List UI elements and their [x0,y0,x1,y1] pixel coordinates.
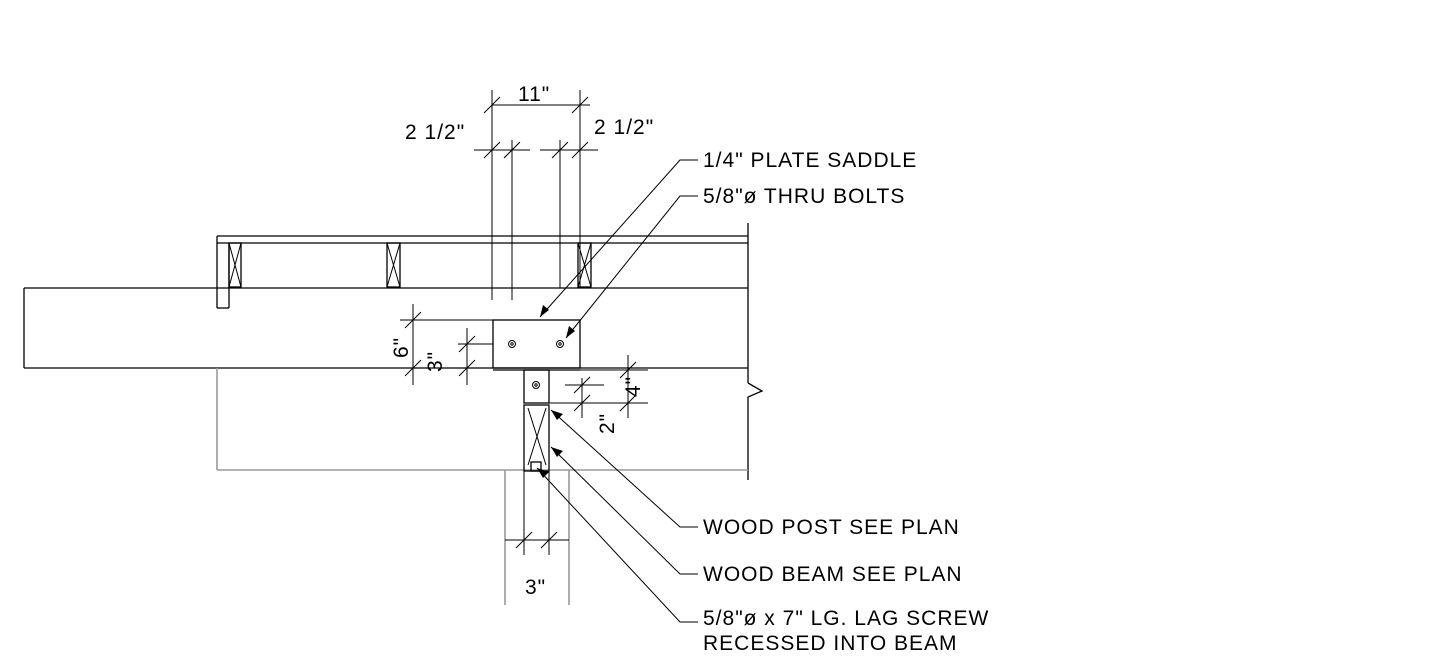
plate-saddle [492,319,581,371]
dim-3-post: 3" [525,576,546,599]
callout-wood-beam: WOOD BEAM SEE PLAN [703,563,963,586]
hidden-outline [216,368,748,605]
dim-6: 6" [390,337,413,358]
dim-11: 11" [518,83,550,106]
callout-plate-saddle: 1/4" PLATE SADDLE [703,149,917,172]
blocking-left [228,242,242,288]
deck-framing [216,223,749,383]
dim-3-left: 3" [424,351,447,372]
callout-lag-screw-line2: RECESSED INTO BEAM [703,632,958,655]
dim-4: 4" [622,376,645,397]
wood-post [523,404,550,472]
callout-thru-bolts: 5/8"ø THRU BOLTS [703,185,905,208]
dim-2-1-2-right: 2 1/2" [594,116,654,139]
post-plate [523,369,550,404]
dim-2-post: 2" [596,413,619,434]
blocking-middle [386,242,401,288]
top-dimensions [474,90,598,300]
callout-wood-post: WOOD POST SEE PLAN [703,516,960,539]
break-symbol [747,382,764,480]
callout-lag-screw-line1: 5/8"ø x 7" LG. LAG SCREW [703,607,989,630]
left-dimensions [400,304,493,385]
post-plate-dimensions [549,355,648,418]
wood-beam [23,287,748,369]
dim-2-1-2-left: 2 1/2" [405,121,465,144]
bottom-dimension [505,470,569,555]
leaders [536,159,698,623]
